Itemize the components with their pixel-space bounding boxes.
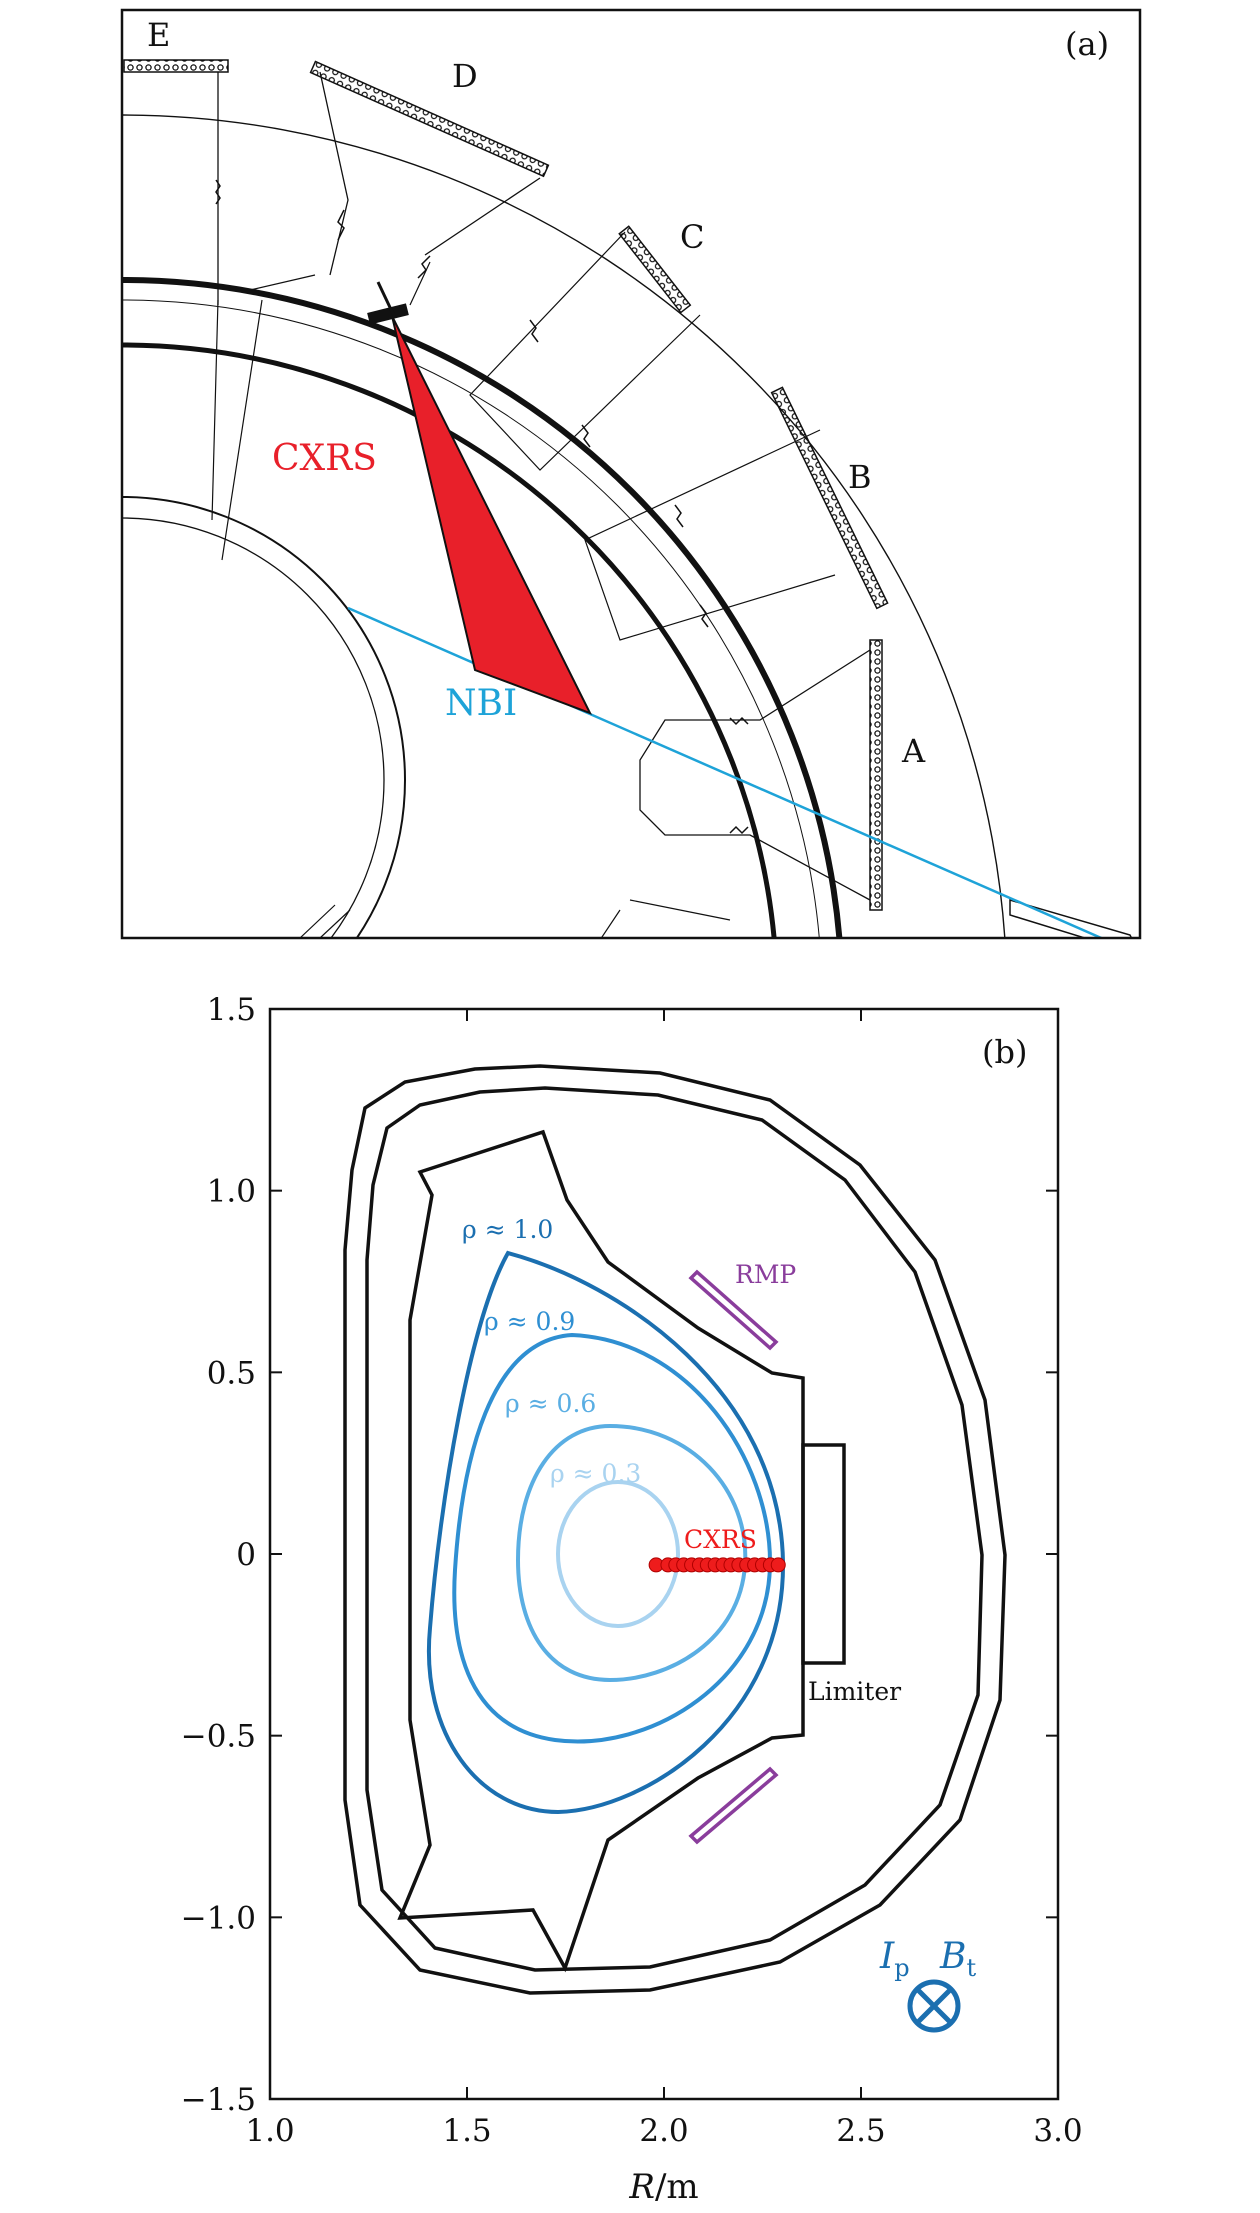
- contour-rho-0-9: [452, 1332, 773, 1744]
- y-tick-label: 1.5: [207, 992, 256, 1028]
- vessel-inner-ring: [122, 342, 777, 938]
- y-tick-label: 1.0: [207, 1174, 256, 1210]
- x-tick-label: 1.5: [442, 2113, 491, 2149]
- contour-rho-1-0: [426, 1250, 786, 1815]
- x-ticks: 1.0 1.5 2.0 2.5 3.0: [245, 1009, 1083, 2149]
- port-a: [639, 639, 883, 911]
- cxrs-periscope-tip: [376, 281, 397, 319]
- into-page-symbol-icon: [907, 1979, 961, 2033]
- port-label-a: A: [901, 732, 926, 770]
- y-tick-label: 0.5: [207, 1355, 256, 1391]
- cryostat-ring: [122, 114, 1006, 938]
- contour-rho-0-6: [515, 1423, 748, 1683]
- port-label-c: C: [680, 218, 704, 256]
- port-label-d: D: [452, 57, 478, 95]
- x-tick-label: 1.0: [245, 2113, 294, 2149]
- cxrs-label-a: CXRS: [272, 438, 377, 479]
- y-tick-label: 0: [236, 1537, 256, 1573]
- limiter: [801, 1443, 846, 1665]
- inner-wall-outer: [122, 496, 406, 938]
- port-b: [584, 386, 889, 641]
- nbi-duct: [1009, 899, 1133, 938]
- port-label-b: B: [848, 458, 872, 496]
- label-rho-0-3: ρ ≈ 0.3: [550, 1459, 641, 1488]
- y-tick-label: −1.0: [181, 1900, 256, 1936]
- panel-a-tag: (a): [1065, 25, 1109, 63]
- vessel-outer-ring: [122, 277, 843, 938]
- port-label-e: E: [147, 16, 170, 54]
- vessel-outer-wall: [343, 1064, 1007, 1995]
- rmp-label: RMP: [735, 1260, 796, 1289]
- x-tick-label: 2.0: [639, 2113, 688, 2149]
- y-ticks: 1.5 1.0 0.5 0 −0.5 −1.0 −1.5: [181, 992, 1058, 2118]
- x-axis-label: R/m: [628, 2167, 698, 2207]
- port-e: [123, 59, 229, 305]
- cxrs-periscope: [367, 303, 409, 325]
- panel-a-tokamak-top-view: (a) E D C B A CXRS NBI: [120, 8, 1142, 940]
- label-rho-1-0: ρ ≈ 1.0: [462, 1215, 553, 1244]
- nbi-label: NBI: [445, 683, 517, 724]
- cxrs-measurement-points: [648, 1557, 786, 1573]
- port-c: [469, 225, 701, 471]
- label-rho-0-6: ρ ≈ 0.6: [505, 1389, 596, 1418]
- label-rho-0-9: ρ ≈ 0.9: [484, 1307, 575, 1336]
- rmp-coil-upper: [688, 1269, 779, 1351]
- nbi-beam-line: [347, 606, 1105, 938]
- cxrs-sightline-fan: [391, 315, 593, 715]
- contour-rho-0-3: [556, 1480, 680, 1628]
- panel-a-frame: [120, 8, 1142, 940]
- vessel-inner-wall: [365, 1086, 984, 1972]
- panel-b-poloidal-cross-section: 1.0 1.5 2.0 2.5 3.0 1.5 1.0 0.5 0 −0.5 −1.0 −1.5 (…: [181, 992, 1083, 2207]
- port-bottom: [600, 899, 731, 938]
- limiter-label: Limiter: [808, 1677, 901, 1706]
- panel-b-tag: (b): [982, 1033, 1027, 1071]
- bottom-left-strut: [299, 904, 351, 938]
- port-d: [249, 60, 550, 306]
- inner-wall-inner: [122, 517, 385, 938]
- ip-label: Ip: [879, 1936, 910, 1982]
- strut-left: [211, 299, 263, 561]
- x-tick-label: 3.0: [1033, 2113, 1082, 2149]
- y-tick-label: −1.5: [181, 2082, 256, 2118]
- first-wall: [397, 1129, 805, 1973]
- cxrs-label-b: CXRS: [684, 1525, 757, 1554]
- y-tick-label: −0.5: [181, 1719, 256, 1755]
- bt-label: Bt: [939, 1936, 976, 1982]
- rmp-coil-lower: [688, 1766, 779, 1845]
- x-tick-label: 2.5: [836, 2113, 885, 2149]
- cxrs-point: [770, 1557, 786, 1573]
